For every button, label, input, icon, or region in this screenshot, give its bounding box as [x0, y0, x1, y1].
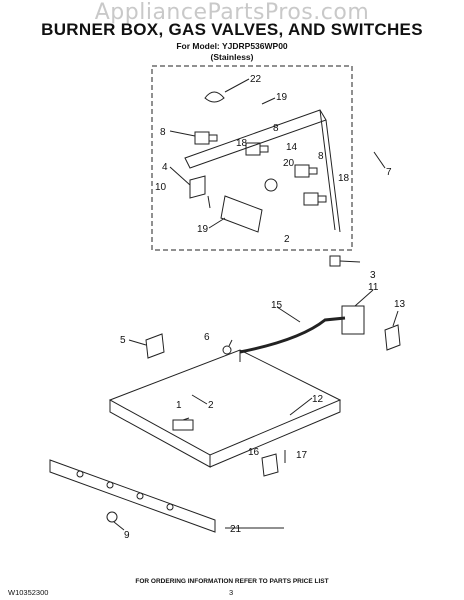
fitting — [329, 255, 341, 267]
switch-plate — [220, 195, 263, 233]
callout-label: 13 — [394, 299, 406, 310]
callout-label: 8 — [160, 127, 166, 138]
gas-valve — [303, 192, 327, 206]
side-bracket — [145, 333, 165, 359]
callout-label: 3 — [370, 270, 376, 281]
callout-label: 6 — [204, 332, 210, 343]
callout-label: 8 — [273, 123, 279, 134]
callout-label: 12 — [312, 394, 324, 405]
assembly-boundary — [151, 65, 353, 251]
callout-label: 1 — [176, 400, 182, 411]
pressure-regulator — [341, 305, 365, 335]
callout-label: 15 — [271, 300, 283, 311]
switch-knob — [264, 178, 278, 192]
callout-label: 16 — [248, 447, 260, 458]
gas-manifold — [184, 109, 327, 169]
page-number: 3 — [229, 588, 234, 597]
callout-label: 19 — [276, 92, 288, 103]
callout-label: 9 — [124, 530, 130, 541]
front-panel — [49, 459, 216, 533]
clamp-part — [204, 91, 225, 103]
callout-label: 11 — [368, 282, 379, 293]
callout-label: 2 — [284, 234, 290, 245]
callout-label: 7 — [386, 167, 392, 178]
callout-label: 10 — [155, 182, 167, 193]
callout-label: 5 — [120, 335, 126, 346]
callout-label: 22 — [250, 74, 262, 85]
gas-tube — [239, 316, 346, 354]
page-title: BURNER BOX, GAS VALVES, AND SWITCHES — [41, 20, 423, 39]
callout-label: 2 — [208, 400, 214, 411]
gas-valve — [245, 142, 269, 156]
ordering-note: FOR ORDERING INFORMATION REFER TO PARTS … — [135, 578, 329, 585]
fitting — [222, 345, 232, 355]
model-line: For Model: YJDRP536WP00 — [176, 41, 288, 51]
callout-label: 8 — [318, 151, 324, 162]
document-number: W10352300 — [8, 588, 49, 597]
callout-label: 18 — [338, 173, 350, 184]
variant-line: (Stainless) — [210, 52, 254, 62]
control-module — [172, 419, 194, 431]
callout-labels: 22 19 8 18 8 14 20 8 4 18 10 7 19 2 3 11… — [120, 74, 406, 541]
callout-label: 18 — [236, 138, 248, 149]
watermark-text: AppliancePartsPros.com — [94, 0, 370, 25]
callout-label: 19 — [197, 224, 209, 235]
callout-label: 17 — [296, 450, 308, 461]
small-bracket — [384, 324, 401, 351]
mounting-bracket — [189, 175, 206, 199]
gas-valve — [194, 131, 218, 145]
callout-label: 21 — [230, 524, 242, 535]
nut — [106, 511, 118, 523]
callout-label: 14 — [286, 142, 298, 153]
ground-bracket — [261, 453, 279, 477]
callout-label: 4 — [162, 162, 168, 173]
callout-label: 20 — [283, 158, 295, 169]
gas-valve — [294, 164, 318, 178]
